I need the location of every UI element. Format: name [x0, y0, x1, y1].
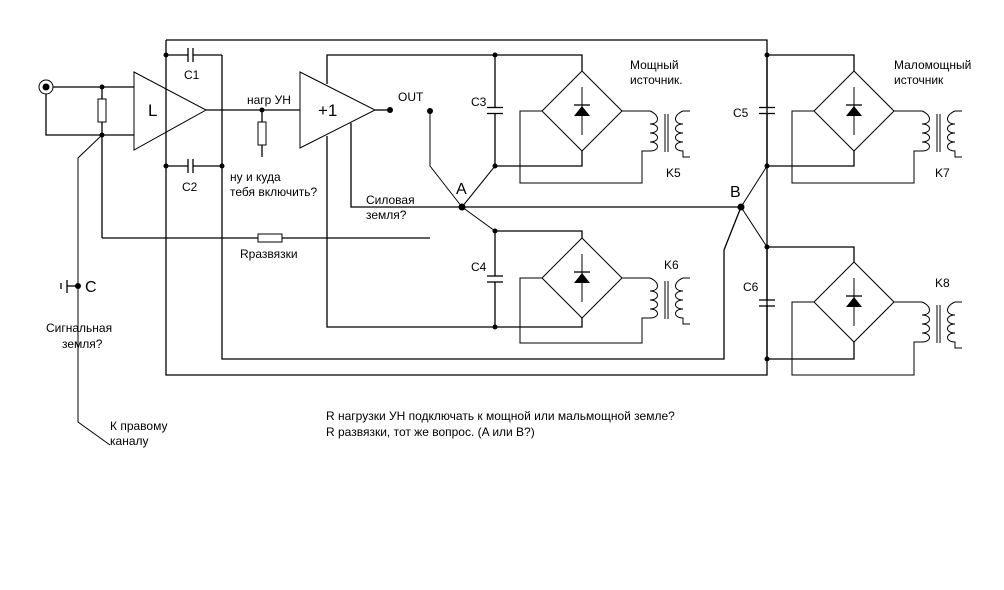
label-out: OUT	[398, 90, 424, 104]
wire	[45, 94, 134, 136]
outer-ground-loop	[165, 39, 768, 376]
preamp-l	[133, 71, 208, 151]
inner-ground-loop	[221, 55, 742, 360]
label-c4: C4	[471, 260, 487, 274]
label-k7: K7	[935, 166, 950, 180]
label-power-supply-2: источник.	[630, 73, 683, 87]
rectifier-bridge	[541, 70, 623, 152]
buffer-label: +1	[318, 101, 337, 120]
label-r-decoupling: Rразвязки	[240, 247, 298, 261]
label-lowpower-supply-1: Маломощный	[894, 58, 971, 72]
label-power-supply-1: Мощный	[630, 58, 679, 72]
preamp-label: L	[148, 101, 157, 120]
input-jack-icon	[38, 79, 54, 95]
transformer-coil-icon	[921, 301, 930, 343]
label-node-c: C	[85, 279, 97, 296]
label-signal-ground-1: Сигнальная	[46, 321, 112, 335]
transformer-coil-icon	[921, 110, 930, 152]
label-c1: C1	[184, 68, 200, 82]
power-ground-wire	[350, 123, 741, 208]
label-power-ground-2: земля?	[366, 208, 407, 222]
label-k8: K8	[935, 276, 950, 290]
input-resistor	[97, 98, 107, 123]
label-where-1: ну и куда	[230, 170, 281, 184]
label-where-2: тебя включить?	[230, 185, 318, 199]
signal-ground-wire	[77, 134, 111, 446]
label-c3: C3	[471, 95, 487, 109]
label-k5: K5	[666, 166, 681, 180]
label-c2: C2	[182, 180, 198, 194]
label-c5: C5	[733, 106, 749, 120]
label-lowpower-supply-2: источник	[894, 73, 944, 87]
rectifier-bridge	[813, 261, 895, 343]
question-1: R нагрузки УН подключать к мощной или ма…	[326, 409, 675, 423]
label-node-a: A	[456, 181, 467, 198]
label-k6: K6	[664, 258, 679, 272]
transformer-secondary-icon	[947, 110, 962, 158]
label-right-channel-1: К правому	[110, 419, 167, 433]
rectifier-bridge	[541, 237, 623, 319]
rectifier-bridge	[813, 70, 895, 152]
transformer-secondary-icon	[947, 301, 962, 349]
label-power-ground-1: Силовая	[366, 193, 415, 207]
question-2: R развязки, тот же вопрос. (A или B?)	[326, 425, 535, 439]
label-right-channel-2: каналу	[110, 434, 149, 448]
r-decoupling	[257, 233, 283, 243]
label-signal-ground-2: земля?	[62, 337, 103, 351]
transformer-coil-icon	[649, 277, 658, 319]
transformer-coil-icon	[649, 110, 658, 152]
buffer-amp	[299, 71, 377, 149]
transformer-secondary-icon	[675, 110, 690, 158]
label-c6: C6	[743, 280, 759, 294]
label-load: нагр УН	[247, 93, 291, 107]
transformer-secondary-icon	[675, 277, 690, 325]
load-resistor	[257, 121, 267, 146]
label-node-b: B	[730, 184, 741, 201]
